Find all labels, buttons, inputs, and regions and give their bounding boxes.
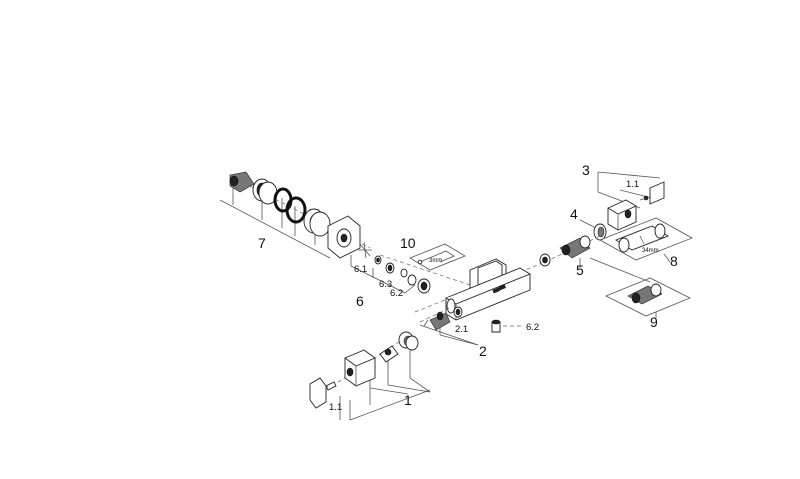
part-8-group: 34mm 8 (599, 217, 693, 269)
check-valve-2 (423, 311, 451, 331)
label-2-1: 2.1 (455, 324, 468, 335)
label-5: 5 (576, 262, 584, 278)
label-7: 7 (258, 235, 266, 251)
cover-1-1-right (639, 181, 665, 205)
handle-cap-3 (607, 199, 637, 231)
part-2-group: 2.1 2 6.2 (419, 306, 539, 359)
washer-6-3 (374, 255, 382, 265)
label-9: 9 (650, 314, 658, 330)
rosette-7 (327, 215, 361, 259)
label-10-dim: 3mm (429, 258, 442, 264)
part-1-group: 1 1.1 (309, 331, 431, 421)
part-7-group: 7 (219, 171, 371, 259)
spindle-1 (379, 345, 399, 363)
label-1: 1 (404, 392, 412, 408)
sleeve-6 (400, 268, 431, 294)
label-10: 10 (400, 235, 416, 251)
cap-1-1 (309, 377, 327, 409)
label-8-dim: 34mm (642, 248, 659, 254)
thermostat-cartridge-8 (615, 223, 669, 253)
part-6-group: 6.1 6.3 6.2 6 (350, 241, 431, 309)
cartridge-5 (559, 235, 591, 259)
label-6-3: 6.3 (379, 279, 392, 290)
nut-7 (303, 208, 331, 237)
label-3-1: 1.1 (626, 179, 639, 190)
label-6-1: 6.1 (354, 264, 367, 275)
seal-6-2 (385, 262, 395, 274)
part-5-group: 5 (539, 235, 601, 278)
part-9-group: 9 (589, 257, 691, 330)
label-4: 4 (570, 206, 578, 222)
o-ring-4 (593, 223, 607, 241)
label-3: 3 (582, 162, 590, 178)
handle-knob-1 (344, 349, 376, 387)
union-nut-1 (398, 331, 419, 351)
label-1-1: 1.1 (329, 402, 342, 413)
cartridge-9 (627, 283, 663, 305)
nipple-5a (539, 253, 551, 267)
part-4-group: 4 (570, 206, 607, 241)
plug-6-2-right (491, 319, 501, 333)
part-10-hex-key: 10 3mm (400, 235, 466, 271)
cartridge-spindle-7 (229, 171, 255, 193)
thermostat-valve-body (379, 254, 546, 321)
label-6-2: 6.2 (390, 288, 403, 299)
label-6: 6 (356, 293, 364, 309)
label-2: 2 (479, 343, 487, 359)
filter-2-1 (453, 306, 463, 318)
spring-clip-6-1 (358, 241, 372, 259)
part-3-group: 3 1.1 (582, 162, 665, 231)
threaded-sleeve-7 (252, 178, 278, 205)
label-6-2-right: 6.2 (526, 322, 539, 333)
o-ring-7b (285, 196, 307, 224)
label-8: 8 (670, 253, 678, 269)
